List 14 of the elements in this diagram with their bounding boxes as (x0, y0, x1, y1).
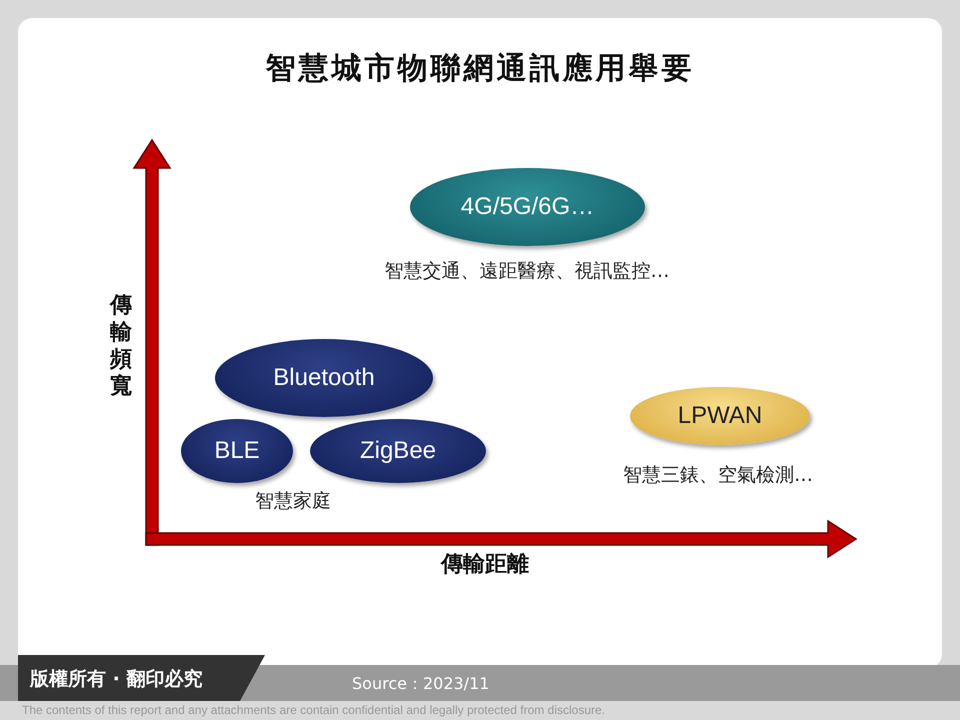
source-note: Source：2023/11 (352, 674, 490, 695)
group-caption: 智慧家庭 (255, 489, 331, 514)
disclaimer: The contents of this report and any attachments are contain confidential and legally protected from disclosure. (22, 703, 605, 717)
title: 智慧城市物聯網通訊應用舉要 (264, 50, 696, 88)
node-label: 4G/5G/6G… (460, 193, 594, 221)
copyright-notice: 版權所有 · 翻印必究 (30, 667, 202, 692)
node-label: ZigBee (360, 437, 436, 465)
node-label: LPWAN (678, 402, 762, 430)
node-label: Bluetooth (273, 364, 375, 392)
axis-label: 傳輸頻寬 (110, 292, 133, 400)
node-caption: 智慧交通、遠距醫療、視訊監控… (384, 259, 670, 284)
node-caption: 智慧三錶、空氣檢測… (622, 463, 814, 488)
node-label: BLE (214, 437, 260, 465)
axis-label: 傳輸距離 (441, 551, 529, 579)
